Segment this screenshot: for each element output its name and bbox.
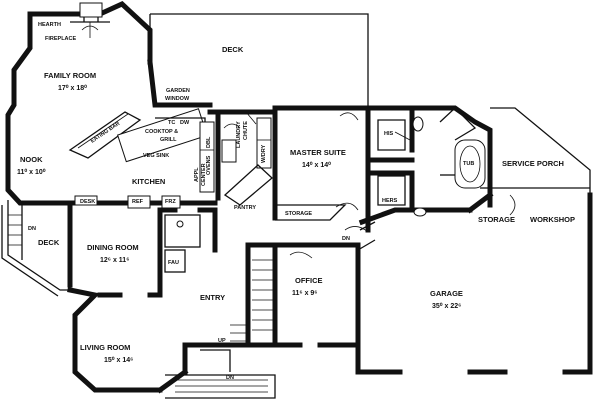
cooktop-label-2: GRILL — [160, 137, 177, 143]
living-room-walls — [67, 287, 276, 399]
garage-label: GARAGE — [430, 289, 463, 298]
laundry-chute-label-2: CHUTE — [243, 121, 249, 140]
garage-detail — [344, 221, 376, 251]
left-deck-dn-label: DN — [28, 226, 36, 232]
washer-dryer-label: W/DRY — [261, 145, 267, 163]
appl-center-label-1: APPL — [194, 167, 200, 182]
top-deck-outline — [149, 13, 369, 108]
fireplace-label: FIREPLACE — [45, 36, 77, 42]
office-size: 11⁶ x 9⁶ — [292, 290, 318, 297]
hearth-label: HEARTH — [38, 22, 61, 28]
top-deck-label: DECK — [222, 45, 244, 54]
nook-label: NOOK — [20, 155, 43, 164]
storage-workshop-walls — [480, 185, 516, 216]
entry-label: ENTRY — [200, 293, 225, 302]
garage-dn-label: DN — [342, 236, 350, 242]
his-closet-label: HIS — [384, 131, 394, 137]
ref-label: REF — [132, 199, 144, 205]
stair-up-label: UP — [218, 338, 226, 344]
office-label: OFFICE — [295, 276, 323, 285]
stair-treads — [230, 259, 275, 342]
left-deck-label: DECK — [38, 238, 60, 247]
laundry-pantry — [215, 109, 278, 221]
laundry-chute-label-1: LAUNDRY — [236, 121, 242, 148]
storage-strip — [275, 202, 359, 221]
family-room-size: 17⁰ x 18⁰ — [58, 84, 87, 92]
dining-room-label: DINING ROOM — [87, 243, 139, 252]
frz-label: FRZ — [165, 199, 176, 205]
front-steps-dn-label: DN — [226, 375, 234, 381]
appl-center-label-2: CENTER — [201, 163, 207, 186]
desk-label: DESK — [80, 199, 95, 205]
exterior-walls — [5, 1, 593, 375]
trash-compactor-label: TC — [168, 120, 175, 126]
fireplace — [70, 2, 110, 38]
master-suite-label: MASTER SUITE — [290, 148, 346, 157]
storage-small-label: STORAGE — [285, 211, 312, 217]
dishwasher-label: DW — [180, 120, 190, 126]
hers-closet-label: HERS — [382, 198, 398, 204]
living-room-size: 15⁰ x 14⁶ — [104, 356, 133, 364]
kitchen-walls — [67, 108, 218, 209]
garage-size: 35⁰ x 22⁶ — [432, 302, 461, 310]
fau-label: FAU — [168, 260, 179, 266]
storage-label: STORAGE — [478, 215, 515, 224]
nook-size: 11⁰ x 10⁰ — [17, 168, 46, 176]
master-bath-walls — [339, 105, 486, 233]
ovens-label-2: OVENS — [206, 155, 212, 175]
master-suite-size: 14⁰ x 14⁰ — [302, 161, 331, 169]
labels: HEARTH FIREPLACE FAMILY ROOM 17⁰ x 18⁰ D… — [17, 22, 575, 381]
garden-window-label-2: WINDOW — [165, 96, 190, 102]
left-deck — [1, 200, 70, 297]
tub-label: TUB — [463, 161, 474, 167]
pantry-label: PANTRY — [234, 205, 256, 211]
living-room-label: LIVING ROOM — [80, 343, 130, 352]
family-room-label: FAMILY ROOM — [44, 71, 96, 80]
cooktop-label-1: COOKTOP & — [145, 129, 178, 135]
garden-window-label-1: GARDEN — [166, 88, 190, 94]
dining-entry-walls — [67, 200, 361, 375]
ovens-label-1: DBL — [206, 136, 212, 148]
workshop-label: WORKSHOP — [530, 215, 575, 224]
dining-room-size: 12⁶ x 11⁶ — [100, 257, 129, 264]
kitchen-label: KITCHEN — [132, 177, 165, 186]
service-porch-label: SERVICE PORCH — [502, 159, 564, 168]
veg-sink-label: VEG SINK — [143, 153, 169, 159]
